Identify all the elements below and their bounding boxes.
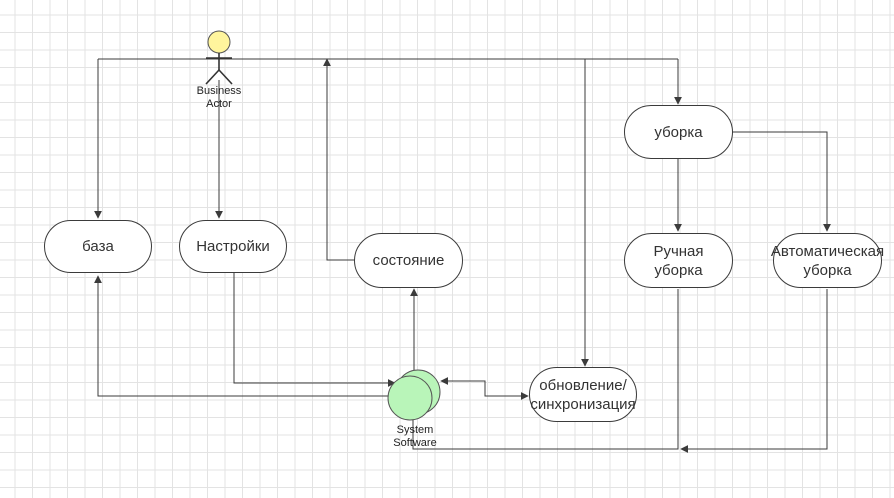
node-update-sync[interactable]: обновление/ синхронизация <box>529 367 637 422</box>
business-actor-icon[interactable] <box>205 30 233 85</box>
connector-system-update <box>440 377 529 400</box>
connector-auto-to-system <box>680 289 828 453</box>
node-auto-cleaning[interactable]: Автоматическая уборка <box>771 233 884 288</box>
connector-manual-to-system <box>412 289 679 450</box>
connector-cleaning-to-auto <box>733 131 831 232</box>
node-state[interactable]: состояние <box>354 233 463 288</box>
connector-state-to-bus <box>323 58 355 261</box>
actor-label: Business Actor <box>196 85 242 110</box>
system-software-icon[interactable] <box>387 369 441 421</box>
actor-head <box>207 30 231 54</box>
connector-system-to-baza <box>94 275 393 397</box>
node-manual-cleaning[interactable]: Ручная уборка <box>624 233 733 288</box>
node-settings[interactable]: Настройки <box>179 220 287 273</box>
node-cleaning[interactable]: уборка <box>624 105 733 159</box>
system-software-label: System Software <box>393 424 437 449</box>
connector-settings-to-system <box>233 273 396 387</box>
node-baza[interactable]: база <box>44 220 152 273</box>
